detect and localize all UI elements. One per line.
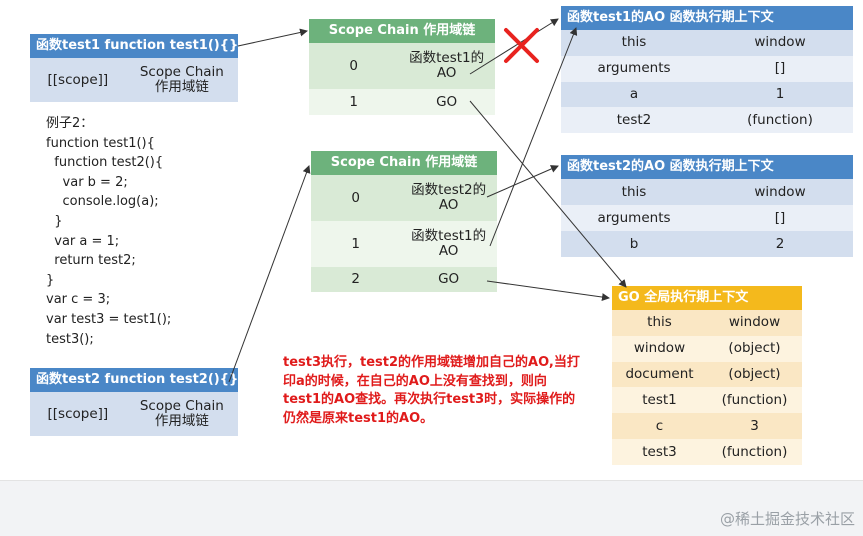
code-line: var test3 = test1(); xyxy=(46,311,172,327)
go-value: 3 xyxy=(707,413,802,440)
arrow-chain1-go-to-go xyxy=(469,100,627,288)
test2-function-header: 函数test2 function test2(){} xyxy=(30,368,238,392)
scope-chain-1-header: Scope Chain 作用域链 xyxy=(309,19,495,43)
go-value: (function) xyxy=(707,387,802,414)
code-line: console.log(a); xyxy=(46,194,159,210)
go-key: window xyxy=(612,335,707,362)
test1-scope-property: [[scope]] xyxy=(30,58,126,102)
ao-test1-value: (function) xyxy=(707,107,853,133)
scope-chain-2-value: GO xyxy=(400,267,497,292)
scope-chain-1-value: GO xyxy=(398,89,495,115)
scope-chain-2-header: Scope Chain 作用域链 xyxy=(311,151,497,175)
ao-test2-header: 函数test2的AO 函数执行期上下文 xyxy=(561,155,853,179)
ao-test1-key: test2 xyxy=(561,107,707,133)
ao-test2-key: this xyxy=(561,179,707,205)
ao-test1-value: window xyxy=(707,30,853,56)
watermark: @稀土掘金技术社区 xyxy=(719,510,855,528)
explanation-note: test3执行，test2的作用域链增加自己的AO,当打印a的时候，在自己的AO… xyxy=(283,355,580,426)
scope-chain-2-index: 1 xyxy=(311,221,401,267)
scope-chain-1-index: 0 xyxy=(309,43,399,89)
code-example: 例子2：function test1(){ function test2(){ … xyxy=(46,114,171,349)
connector-arrows xyxy=(228,18,627,383)
ao-test1-key: a xyxy=(561,81,707,108)
arrow-chain2-go-to-go xyxy=(486,280,610,301)
ao-test2-key: b xyxy=(561,231,707,257)
go-key: c xyxy=(612,413,707,440)
code-line: test3(); xyxy=(46,331,94,347)
code-line: } xyxy=(46,272,55,288)
code-line: function test2(){ xyxy=(46,155,164,171)
test2-scope-chain-label: Scope Chain 作用域链 xyxy=(125,392,238,436)
ao-test1-value: 1 xyxy=(707,81,853,108)
ao-test2-value: [] xyxy=(707,205,853,231)
scope-chain-1-table: 0 函数test1的 AO 1 GO xyxy=(309,43,495,115)
scope-chain-2-table: 0 函数test2的 AO 1 函数test1的 AO 2 GO xyxy=(311,175,497,292)
code-line: function test1(){ xyxy=(46,135,155,151)
code-line: } xyxy=(46,213,63,229)
go-value: window xyxy=(707,310,802,336)
test1-function-header: 函数test1 function test1(){} xyxy=(30,34,238,58)
cross-icon xyxy=(504,28,539,63)
go-value: (function) xyxy=(707,439,802,465)
slide-canvas: 函数test1 function test1(){} [[scope]] Sco… xyxy=(30,6,853,465)
arrow-chain1-ao-to-test1-ao xyxy=(469,18,559,75)
scope-chain-2-index: 0 xyxy=(311,175,401,221)
ao-test1-value: [] xyxy=(707,55,853,82)
go-key: test1 xyxy=(612,387,707,414)
ao-test2-key: arguments xyxy=(561,205,707,231)
code-line: var a = 1; xyxy=(46,233,120,249)
scope-chain-2-index: 2 xyxy=(311,267,401,292)
scope-chain-1-index: 1 xyxy=(309,89,399,115)
scope-chain-2-value: 函数test2的 AO xyxy=(400,175,497,221)
test2-scope-property: [[scope]] xyxy=(30,392,126,436)
arrow-chain2-ao2-to-test2-ao xyxy=(486,165,559,198)
test2-scope-table: [[scope]] Scope Chain 作用域链 xyxy=(30,392,238,436)
code-line: 例子2： xyxy=(46,116,94,131)
go-key: document xyxy=(612,361,707,388)
go-key: test3 xyxy=(612,439,707,465)
scope-chain-2-value: 函数test1的 AO xyxy=(400,221,497,267)
arrow-test1-scope-to-chain1 xyxy=(237,28,308,47)
go-value: (object) xyxy=(707,361,802,388)
scope-chain-1-value: 函数test1的 AO xyxy=(398,43,495,89)
test1-scope-chain-label: Scope Chain 作用域链 xyxy=(125,58,238,102)
ao-test2-value: window xyxy=(707,179,853,205)
ao-test2-value: 2 xyxy=(707,231,853,257)
go-key: this xyxy=(612,310,707,336)
ao-test1-key: this xyxy=(561,30,707,56)
code-line: return test2; xyxy=(46,253,136,269)
arrow-chain2-ao1-to-test1-ao xyxy=(489,27,578,247)
bottom-bar xyxy=(0,480,863,536)
ao-test1-key: arguments xyxy=(561,55,707,82)
code-line: var b = 2; xyxy=(46,174,128,190)
code-line: var c = 3; xyxy=(46,292,111,308)
go-header: GO 全局执行期上下文 xyxy=(612,286,802,310)
go-value: (object) xyxy=(707,335,802,362)
ao-test1-header: 函数test1的AO 函数执行期上下文 xyxy=(561,6,853,30)
test1-scope-table: [[scope]] Scope Chain 作用域链 xyxy=(30,58,238,102)
arrow-test2-scope-to-chain2 xyxy=(228,165,311,383)
